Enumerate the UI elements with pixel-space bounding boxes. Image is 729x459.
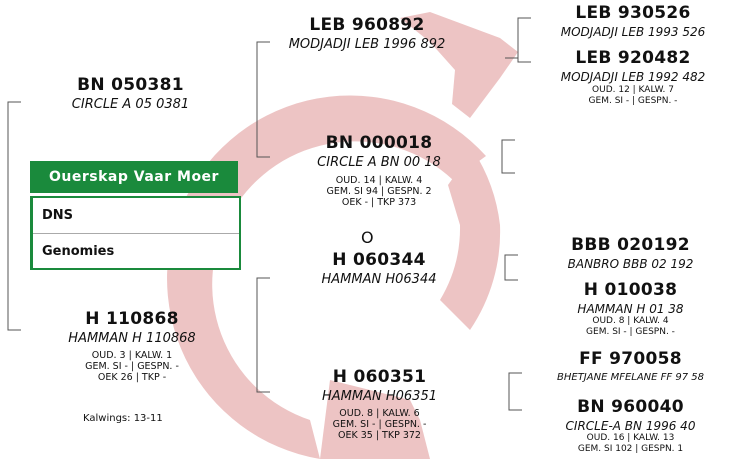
parentage-menu: DNS Genomies [30, 196, 241, 270]
menu-item-dns[interactable]: DNS [33, 198, 239, 233]
top-right-1-node[interactable]: LEB 930526 MODJADJI LEB 1993 526 [543, 4, 723, 39]
bottom-node[interactable]: H 060351 HAMMAN H06351 OUD. 8 | KALW. 6 … [302, 368, 457, 442]
bracket-top-right [518, 18, 531, 62]
right-2-stats-2: GEM. SI - | GESPN. - [548, 327, 713, 337]
bracket-right [505, 255, 518, 280]
subject-name: CIRCLE A BN 00 18 [304, 156, 454, 171]
parentage-header[interactable]: Ouerskap Vaar Moer [30, 161, 238, 193]
bottom-id: H 060351 [302, 368, 457, 388]
subject-node[interactable]: BN 000018 CIRCLE A BN 00 18 OUD. 14 | KA… [304, 134, 454, 209]
subject-id: BN 000018 [304, 134, 454, 154]
right-3-name: BHETJANE MFELANE FF 97 58 [536, 372, 725, 384]
top-right-1-id: LEB 930526 [543, 4, 723, 24]
bottom-name: HAMMAN H06351 [302, 390, 457, 405]
right-4-stats-2: GEM. SI 102 | GESPN. 1 [548, 444, 713, 454]
top-right-2-name: MODJADJI LEB 1992 482 [543, 71, 723, 85]
top-parent-node[interactable]: LEB 960892 MODJADJI LEB 1996 892 [282, 16, 452, 52]
bracket-middle-right [502, 140, 515, 173]
dam-node[interactable]: H 110868 HAMMAN H 110868 OUD. 3 | KALW. … [42, 310, 222, 384]
top-right-2-node[interactable]: LEB 920482 MODJADJI LEB 1992 482 OUD. 12… [543, 49, 723, 106]
right-4-node[interactable]: BN 960040 CIRCLE-A BN 1996 40 OUD. 16 | … [548, 398, 713, 454]
bracket-left [8, 102, 21, 330]
center-lower-id: H 060344 [299, 251, 459, 271]
dam-name: HAMMAN H 110868 [42, 332, 222, 347]
bracket-lower-left [257, 278, 270, 392]
top-right-2-stats-2: GEM. SI - | GESPN. - [543, 96, 723, 106]
subject-stats-3: OEK - | TKP 373 [304, 198, 454, 209]
top-right-1-name: MODJADJI LEB 1993 526 [543, 26, 723, 40]
right-1-node[interactable]: BBB 020192 BANBRO BBB 02 192 [548, 236, 713, 271]
sire-name: CIRCLE A 05 0381 [43, 98, 218, 113]
top-parent-id: LEB 960892 [282, 16, 452, 36]
right-2-id: H 010038 [548, 281, 713, 301]
right-2-name: HAMMAN H 01 38 [548, 303, 713, 317]
right-4-name: CIRCLE-A BN 1996 40 [548, 420, 713, 434]
dam-id: H 110868 [42, 310, 222, 330]
bottom-stats-3: OEK 35 | TKP 372 [302, 431, 457, 442]
dam-calvings: Kalwings: 13-11 [83, 413, 163, 424]
top-right-2-id: LEB 920482 [543, 49, 723, 69]
sex-symbol: O [361, 228, 374, 247]
right-4-stats-1: OUD. 16 | KALW. 13 [548, 433, 713, 443]
right-4-id: BN 960040 [548, 398, 713, 418]
right-2-stats-1: OUD. 8 | KALW. 4 [548, 316, 713, 326]
right-1-name: BANBRO BBB 02 192 [548, 258, 713, 272]
right-3-node[interactable]: FF 970058 BHETJANE MFELANE FF 97 58 [536, 350, 725, 383]
center-lower-name: HAMMAN H06344 [299, 273, 459, 288]
center-lower-node[interactable]: H 060344 HAMMAN H06344 [299, 251, 459, 287]
bracket-bottom-right [509, 373, 522, 410]
right-2-node[interactable]: H 010038 HAMMAN H 01 38 OUD. 8 | KALW. 4… [548, 281, 713, 337]
menu-item-genomies[interactable]: Genomies [33, 233, 239, 268]
right-3-id: FF 970058 [536, 350, 725, 370]
sire-node[interactable]: BN 050381 CIRCLE A 05 0381 [43, 76, 218, 112]
top-parent-name: MODJADJI LEB 1996 892 [282, 38, 452, 53]
sire-id: BN 050381 [43, 76, 218, 96]
dam-stats-3: OEK 26 | TKP - [42, 373, 222, 384]
top-right-2-stats-1: OUD. 12 | KALW. 7 [543, 85, 723, 95]
right-1-id: BBB 020192 [548, 236, 713, 256]
